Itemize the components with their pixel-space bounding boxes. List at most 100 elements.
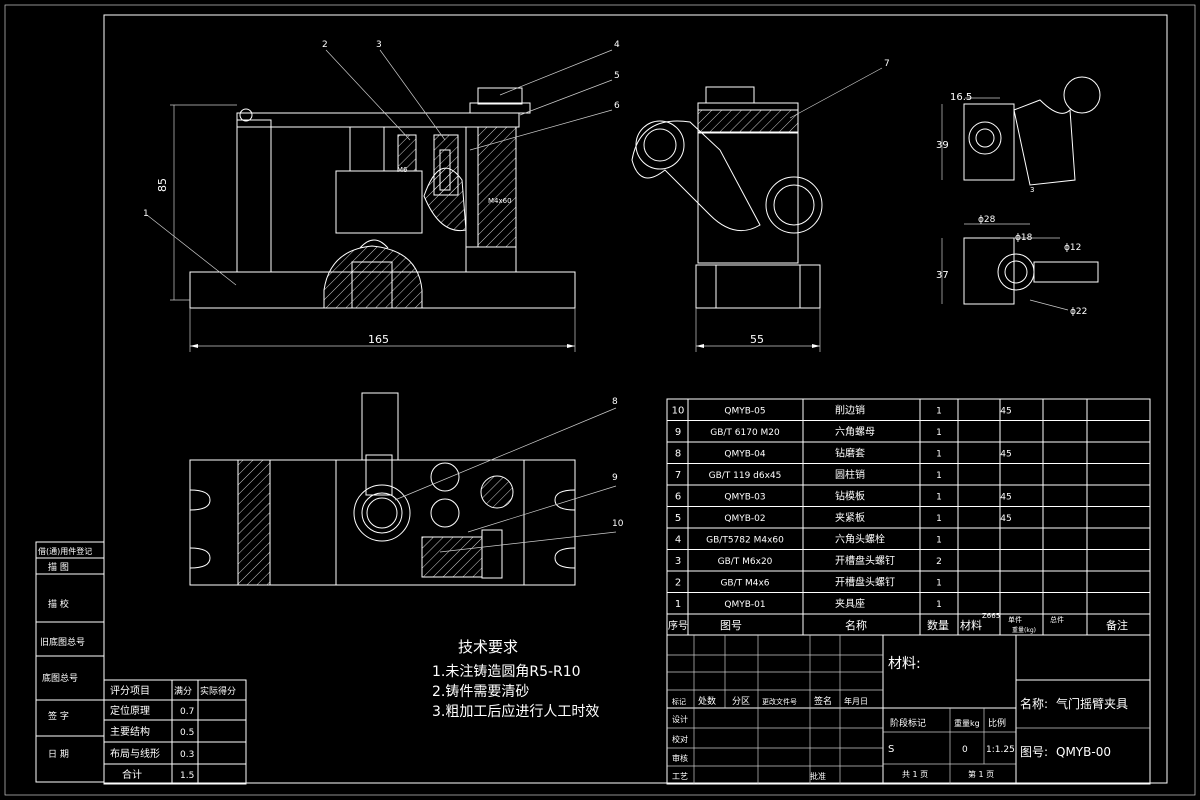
balloon-9: 9: [612, 473, 618, 483]
score-row-3-label: 合计: [122, 768, 142, 781]
bom-cell-code: QMYB-03: [724, 493, 765, 503]
tb-weight-val: 0: [962, 745, 968, 755]
bom-cell-no: 4: [675, 535, 681, 546]
tech-line-2: 2.铸件需要清砂: [432, 684, 529, 700]
bom-cell-qty: 1: [936, 428, 942, 438]
bom-cell-mat: 45: [1000, 514, 1011, 524]
bom-head-qty: 数量: [927, 619, 949, 632]
bom-cell-name: 六角头螺栓: [835, 533, 885, 546]
tb-stage-val: S: [888, 744, 894, 755]
score-row-3-val: 1.5: [180, 771, 194, 781]
bom-cell-qty: 1: [936, 536, 942, 546]
bom-cell-no: 3: [675, 556, 681, 567]
bom-cell-code: GB/T M6x20: [718, 557, 773, 567]
score-row-0-label: 定位原理: [110, 704, 150, 717]
dim-detail-top-w: 16.5: [950, 92, 972, 103]
tb-zone: 分区: [732, 696, 750, 707]
balloon-7: 7: [884, 59, 890, 69]
balloon-1: 1: [143, 209, 149, 219]
bom-cell-code: QMYB-05: [724, 407, 765, 417]
score-row-2-val: 0.3: [180, 750, 194, 760]
bom-head-mat: 材料: [960, 618, 982, 632]
balloon-8: 8: [612, 397, 618, 407]
tb-stage: 阶段标记: [890, 717, 926, 729]
bom-cell-name: 圆柱销: [835, 468, 865, 481]
dim-side-width: 55: [750, 333, 764, 346]
outer-border: [4, 4, 1196, 796]
bom-cell-name: 夹紧板: [835, 511, 865, 524]
strip-label-1: 描 图: [48, 561, 69, 573]
drawing-no-label: 图号:: [1020, 745, 1048, 759]
bom-cell-code: GB/T 119 d6x45: [709, 471, 782, 481]
tb-page: 第 1 页: [968, 769, 994, 779]
tech-line-1: 1.未注铸造圆角R5-R10: [432, 664, 581, 680]
bom-cell-qty: 1: [936, 579, 942, 589]
bom-cell-no: 8: [675, 449, 681, 460]
bom-cell-name: 开槽盘头螺钉: [835, 554, 895, 567]
bom-cell-qty: 1: [936, 514, 942, 524]
tb-count: 处数: [698, 695, 716, 707]
bom-cell-name: 钻模板: [835, 490, 865, 503]
score-row-1-val: 0.5: [180, 728, 194, 738]
left-strip: [35, 541, 105, 783]
bom-cell-qty: 1: [936, 471, 942, 481]
dim-thread-a: M6: [397, 166, 408, 174]
bom-cell-code: QMYB-02: [724, 514, 765, 524]
bom-head-z: Z665: [982, 612, 1000, 620]
bom-cell-no: 1: [675, 599, 681, 610]
dim-detail-d18: ϕ18: [1015, 233, 1033, 243]
strip-label-2: 描 校: [48, 598, 69, 610]
tb-total-pages: 共 1 页: [902, 770, 928, 779]
detail-view-bottom: [941, 223, 1099, 311]
bom-cell-name: 削边销: [835, 404, 865, 417]
side-view: [631, 67, 883, 352]
tb-mark: 标记: [672, 697, 686, 706]
bom-grid: [666, 398, 1151, 636]
name-value: 气门摇臂夹具: [1056, 696, 1128, 711]
material-label: 材料:: [888, 656, 921, 672]
tb-scale: 比例: [988, 717, 1006, 729]
score-row-1-label: 主要结构: [110, 725, 150, 738]
strip-label-3: 旧底图总号: [40, 636, 85, 648]
bom-cell-no: 10: [672, 406, 685, 417]
bom-cell-qty: 1: [936, 407, 942, 417]
balloon-4: 4: [614, 40, 620, 50]
name-label: 名称:: [1020, 696, 1048, 711]
bom-head-remark: 备注: [1106, 618, 1128, 632]
bom-head-weight: 重量(kg): [1012, 626, 1036, 634]
tb-doc: 更改文件号: [762, 697, 797, 706]
tb-weight: 重量kg: [954, 718, 980, 728]
bom-cell-code: QMYB-04: [724, 450, 765, 460]
tb-sign: 签名: [814, 695, 832, 707]
strip-label-0: 借(通)用件登记: [38, 546, 92, 556]
bom-head-total: 总件: [1050, 615, 1064, 624]
strip-label-4: 底图总号: [42, 672, 78, 684]
title-block-grid: [666, 634, 1151, 785]
bom-cell-name: 钻磨套: [835, 447, 865, 460]
score-row-2-label: 布局与线形: [110, 747, 160, 760]
bom-cell-mat: 45: [1000, 407, 1011, 417]
tb-review: 审核: [672, 753, 688, 763]
tb-date: 年月日: [844, 696, 868, 706]
balloon-detail-top: 3: [1030, 186, 1034, 194]
score-table: [103, 679, 247, 785]
dim-front-height: 85: [156, 178, 169, 192]
bom-cell-mat: 45: [1000, 450, 1011, 460]
dim-front-width: 165: [368, 333, 389, 346]
bom-cell-code: GB/T 6170 M20: [710, 428, 780, 438]
tb-approve: 批准: [810, 771, 826, 781]
dim-thread-b: M4x60: [488, 197, 512, 205]
bom-cell-code: GB/T5782 M4x60: [706, 536, 784, 546]
bom-cell-name: 开槽盘头螺钉: [835, 576, 895, 589]
front-view: [146, 49, 613, 352]
balloon-5: 5: [614, 71, 620, 81]
dim-detail-bot-h: 37: [936, 270, 949, 281]
bom-cell-code: QMYB-01: [724, 600, 765, 610]
tech-title: 技术要求: [458, 638, 518, 656]
balloon-3: 3: [376, 40, 382, 50]
bom-head-code: 图号: [720, 619, 742, 632]
bom-cell-qty: 1: [936, 450, 942, 460]
tb-scale-val: 1:1.25: [986, 745, 1015, 755]
